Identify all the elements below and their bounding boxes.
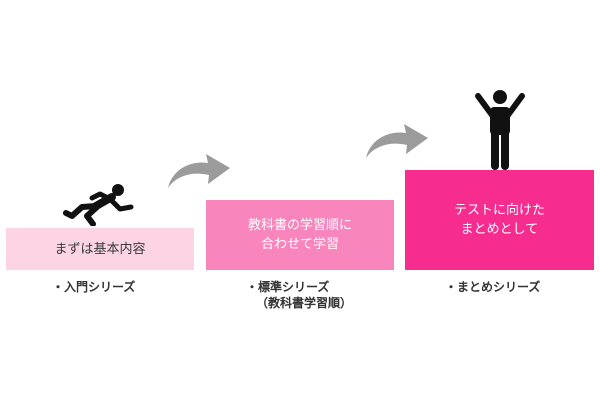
step1-series-label: ・入門シリーズ bbox=[52, 280, 136, 294]
step3-text-line1: テストに向けた bbox=[453, 203, 545, 218]
step3-series-label: ・まとめシリーズ bbox=[445, 280, 541, 294]
step1-box: まずは基本内容 bbox=[6, 228, 194, 270]
runner-icon bbox=[63, 184, 134, 226]
step2-text: 教科書の学習順に 合わせて学習 bbox=[248, 216, 352, 254]
step2-series-label: ・標準シリーズ bbox=[246, 280, 330, 294]
step3-text-line2: まとめとして bbox=[460, 222, 539, 237]
step3-box: テストに向けた まとめとして bbox=[405, 170, 594, 270]
step2-series-sublabel: （教科書学習順） bbox=[256, 296, 353, 310]
curved-arrow-icon bbox=[168, 154, 230, 188]
step3-text: テストに向けた まとめとして bbox=[454, 201, 545, 239]
person-arms-raised-icon bbox=[475, 90, 525, 170]
step1-text: まずは基本内容 bbox=[54, 240, 145, 259]
step1-text-line1: まずは基本内容 bbox=[54, 241, 146, 257]
step2-text-line2: 合わせて学習 bbox=[260, 237, 339, 252]
step2-text-line1: 教科書の学習順に bbox=[247, 218, 352, 233]
curved-arrow-icon bbox=[366, 124, 428, 158]
step2-box: 教科書の学習順に 合わせて学習 bbox=[206, 200, 394, 270]
